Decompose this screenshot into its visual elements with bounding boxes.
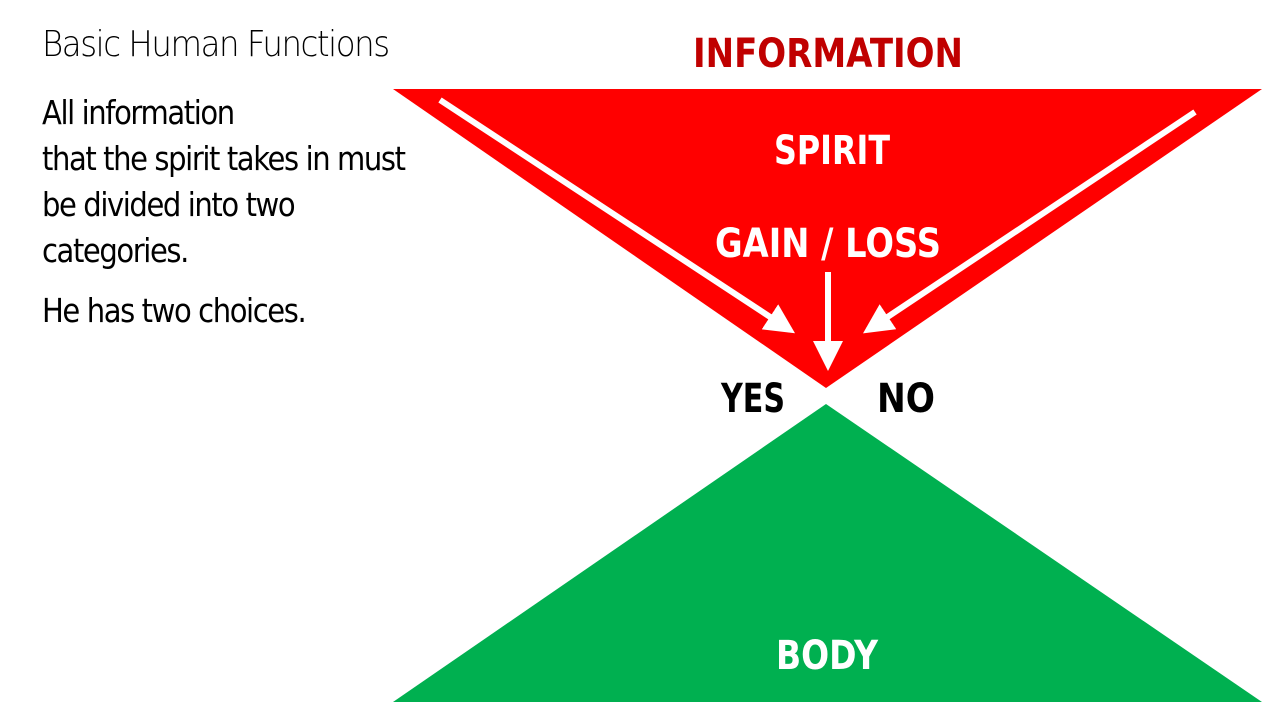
body-second-paragraph: He has two choices. [42, 291, 307, 330]
spirit-label: SPIRIT [774, 128, 891, 174]
body-line-4: categories. [42, 231, 189, 270]
body-line-3: be divided into two [42, 185, 296, 224]
slide-title: Basic Human Functions [42, 24, 390, 65]
information-header: INFORMATION [693, 31, 963, 77]
spirit-triangle [393, 89, 1262, 388]
left-arrow [438, 97, 796, 334]
body-text: All information that the spirit takes in… [42, 90, 412, 334]
body-triangle [393, 404, 1262, 702]
body-line-2: that the spirit takes in must [42, 139, 406, 178]
yes-label: YES [720, 376, 785, 422]
body-line-1: All information [42, 93, 235, 132]
no-label: NO [877, 376, 935, 422]
right-arrow [863, 109, 1197, 334]
body-label: BODY [776, 633, 879, 679]
gain-loss-label: GAIN / LOSS [715, 221, 941, 267]
